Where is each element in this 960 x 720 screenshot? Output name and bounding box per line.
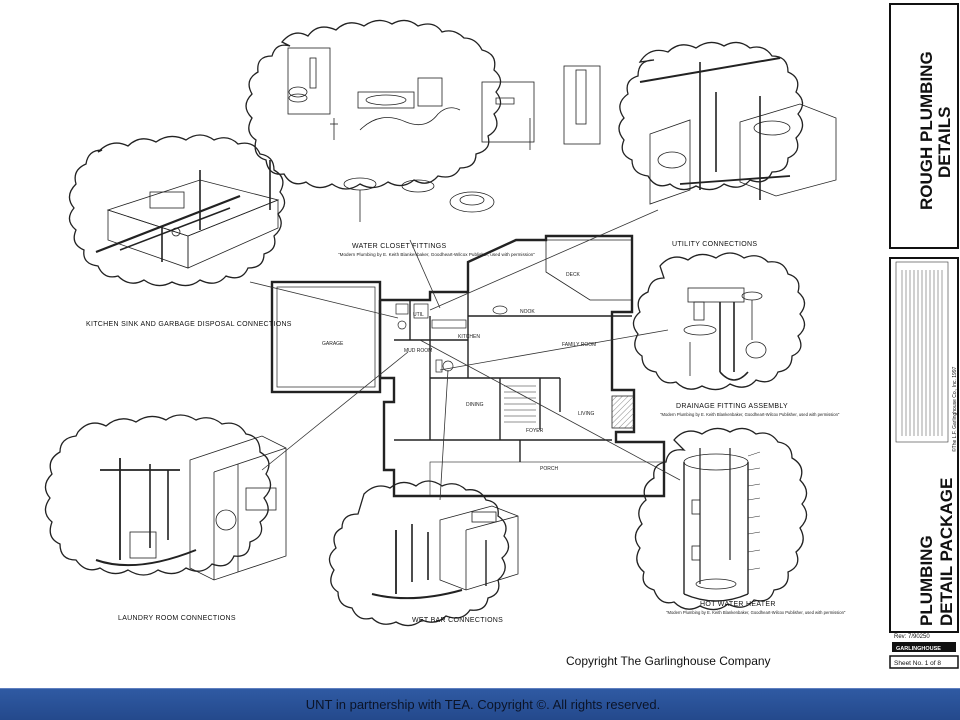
laundry-details <box>95 435 287 581</box>
utility-details <box>639 57 837 205</box>
title-copyright-small: ©The L.F. Garlinghouse Co., Inc. 1997 <box>951 366 958 452</box>
water-closet-caption: WATER CLOSET FITTINGS <box>352 243 446 250</box>
drainage-details <box>683 287 767 381</box>
drainage-credit: "Modern Plumbing by E. Keith Blankenbake… <box>660 412 840 417</box>
laundry-cloud <box>44 414 272 576</box>
garlinghouse-logo <box>892 642 956 652</box>
room-util: UTIL <box>413 312 424 318</box>
garage-outline <box>270 280 382 394</box>
plumbing-drawing: GARAGE DECK NOOK KITCHEN FAMILY ROOM DIN… <box>44 19 846 627</box>
wet-bar-caption: WET BAR CONNECTIONS <box>412 617 503 624</box>
drainage-cloud <box>632 252 806 391</box>
laundry-caption: LAUNDRY ROOM CONNECTIONS <box>118 615 236 622</box>
footer-bar: UNT in partnership with TEA. Copyright ©… <box>0 688 960 720</box>
footer-text: UNT in partnership with TEA. Copyright ©… <box>305 697 661 712</box>
title-top-line1: ROUGH PLUMBING <box>917 51 936 210</box>
kitchen-sink-caption: KITCHEN SINK AND GARBAGE DISPOSAL CONNEC… <box>86 321 292 328</box>
room-foyer: FOYER <box>526 428 544 434</box>
room-porch: PORCH <box>540 466 558 472</box>
floor-plan <box>270 234 666 498</box>
garlinghouse-logo-text: GARLINGHOUSE <box>896 646 941 652</box>
room-garage: GARAGE <box>322 341 344 347</box>
title-bottom-line1: PLUMBING <box>917 535 936 626</box>
house-outer-wall <box>380 234 666 498</box>
copyright-text: Copyright The Garlinghouse Company <box>566 654 771 668</box>
room-living: LIVING <box>578 411 595 417</box>
hot-water-details <box>683 448 761 602</box>
water-closet-details <box>287 47 601 222</box>
utility-caption: UTILITY CONNECTIONS <box>672 241 757 248</box>
room-nook: NOOK <box>520 309 535 315</box>
hot-water-cloud <box>634 427 808 611</box>
water-closet-credit: "Modern Plumbing by E. Keith Blankenbake… <box>338 252 535 257</box>
wet-bar-details <box>371 505 519 600</box>
room-kitchen: KITCHEN <box>458 334 480 340</box>
room-family: FAMILY ROOM <box>562 342 596 348</box>
utility-cloud <box>618 41 804 191</box>
hot-water-caption: HOT WATER HEATER <box>700 601 776 608</box>
drawing-sheet: GARAGE DECK NOOK KITCHEN FAMILY ROOM DIN… <box>44 3 959 669</box>
wet-bar-cloud <box>328 480 510 627</box>
title-rev: Rev: 7/90250 <box>894 634 930 640</box>
room-deck: DECK <box>566 272 581 278</box>
kitchen-cloud <box>68 134 286 287</box>
title-block: ROUGH PLUMBING DETAILS ©The L.F. Garling… <box>889 3 959 669</box>
deck-outline <box>545 239 633 301</box>
room-mud: MUD ROOM <box>404 348 432 354</box>
kitchen-sink-details <box>95 160 280 269</box>
title-bottom-line2: DETAIL PACKAGE <box>937 478 956 626</box>
title-top-line2: DETAILS <box>935 107 954 178</box>
water-closet-cloud <box>245 19 502 190</box>
hot-water-credit: "Modern Plumbing by E. Keith Blankenbake… <box>666 610 846 615</box>
leader-lines <box>249 209 681 501</box>
room-dining: DINING <box>466 402 484 408</box>
sheet-number: Sheet No. 1 of 8 <box>894 660 941 667</box>
drainage-caption: DRAINAGE FITTING ASSEMBLY <box>676 403 788 410</box>
room-labels: GARAGE DECK NOOK KITCHEN FAMILY ROOM DIN… <box>322 272 596 472</box>
